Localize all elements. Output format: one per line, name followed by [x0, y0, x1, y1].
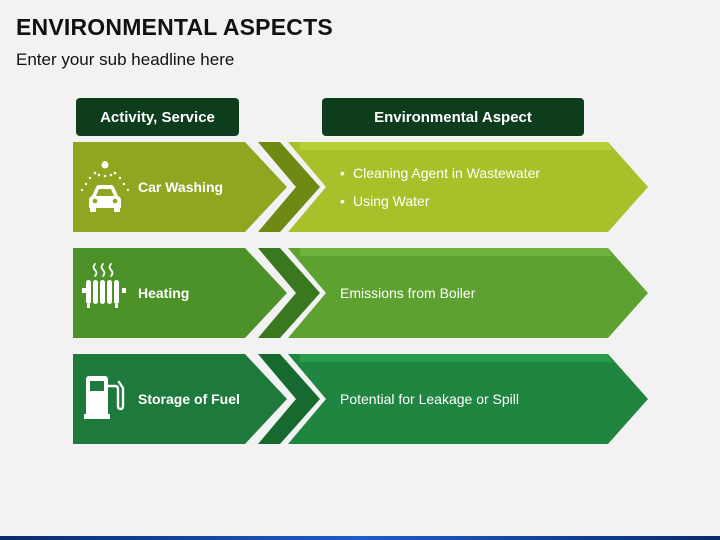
row-storage-of-fuel: Storage of Fuel Potential for Leakage or… [0, 354, 720, 444]
aspect-item: Using Water [340, 187, 540, 215]
aspect-band [300, 354, 612, 362]
chevron-connector [258, 142, 320, 232]
row-heating: Heating Emissions from Boiler [0, 248, 720, 338]
activity-label: Heating [138, 285, 190, 301]
aspect-list: Cleaning Agent in Wastewater Using Water [340, 142, 540, 232]
aspect-item: Cleaning Agent in Wastewater [340, 159, 540, 187]
aspect-band [300, 142, 612, 150]
activity-arrow [73, 248, 287, 338]
aspect-arrow [288, 354, 648, 444]
aspect-item: Emissions from Boiler [340, 285, 476, 301]
aspect-item: Potential for Leakage or Spill [340, 391, 519, 407]
aspect-arrow [288, 248, 648, 338]
activity-label: Storage of Fuel [138, 391, 240, 407]
car-wash-icon [78, 160, 132, 219]
aspect-band [300, 248, 612, 256]
row-car-washing: Car Washing Cleaning Agent in Wastewater… [0, 142, 720, 232]
activity-arrow [73, 142, 287, 232]
chevron-connector [258, 354, 320, 444]
row-shapes [73, 354, 648, 444]
activity-label: Car Washing [138, 179, 224, 195]
chevron-connector [258, 248, 320, 338]
page-subtitle: Enter your sub headline here [16, 50, 235, 69]
page-title: ENVIRONMENTAL ASPECTS [16, 14, 333, 40]
activity-header: Activity, Service [76, 98, 239, 136]
radiator-icon [82, 262, 126, 313]
aspect-header: Environmental Aspect [322, 98, 584, 136]
footer-bar [0, 536, 720, 540]
activity-arrow [73, 354, 287, 444]
aspect-list: Emissions from Boiler [340, 248, 475, 338]
row-shapes [73, 248, 648, 338]
aspect-list: Potential for Leakage or Spill [340, 354, 519, 444]
fuel-pump-icon [84, 376, 126, 425]
